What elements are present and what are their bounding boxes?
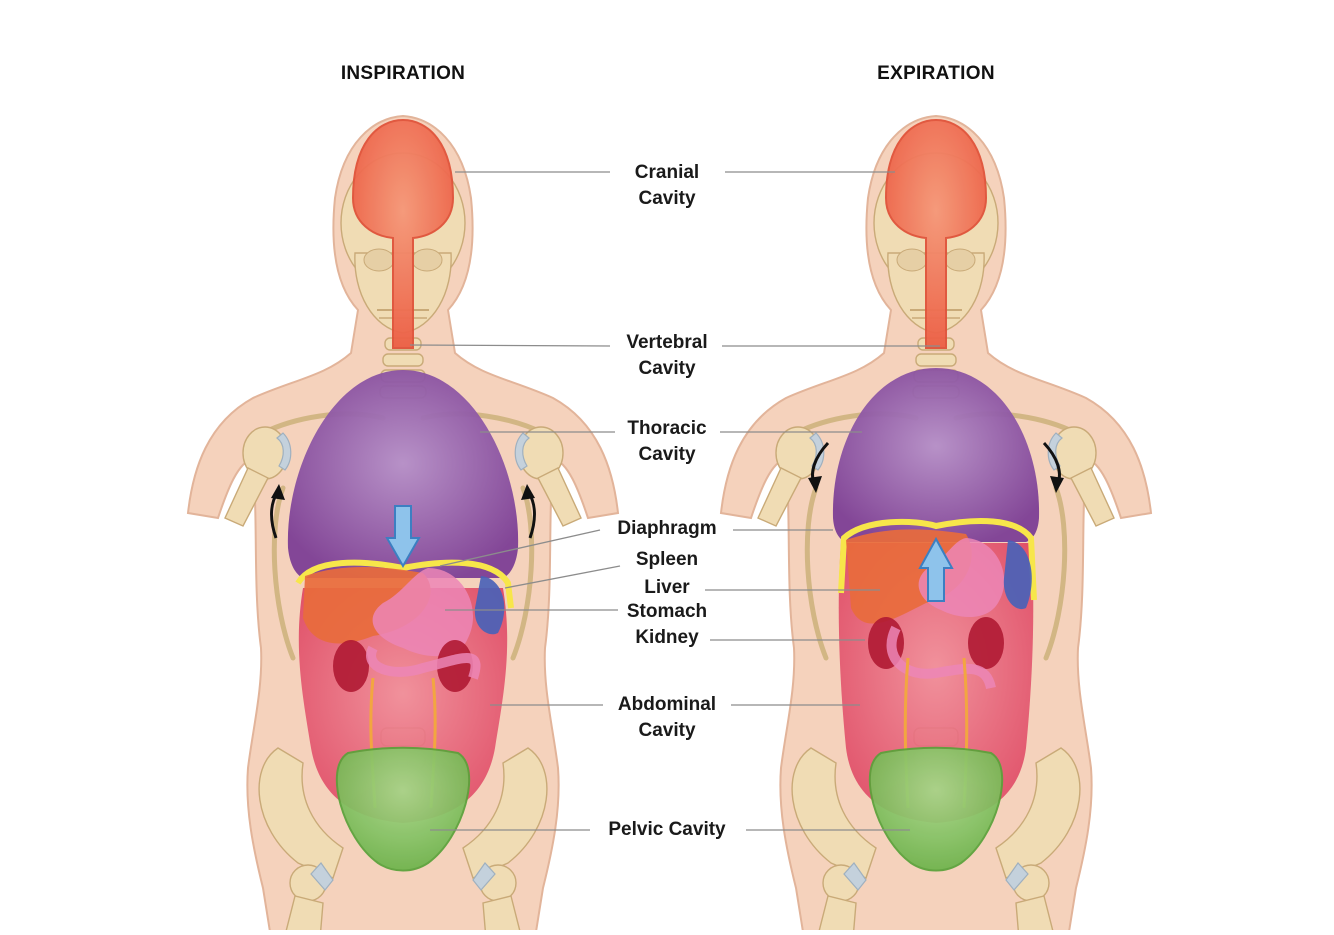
leader-lines	[409, 171, 940, 831]
label-liver: Liver	[644, 577, 690, 598]
arrow-up-icon	[918, 536, 954, 602]
label-abdominal-1: Abdominal	[618, 694, 716, 715]
label-abdominal-2: Cavity	[638, 720, 695, 741]
inspiration-figure	[188, 116, 618, 930]
arrowhead-left-a	[271, 484, 285, 500]
diaphragm-right	[838, 518, 1037, 601]
arrow-down-icon	[385, 505, 421, 569]
label-vertebral-2: Cavity	[638, 358, 695, 379]
label-cranial-2: Cavity	[638, 188, 695, 209]
label-thoracic-2: Cavity	[638, 444, 695, 465]
label-thoracic-1: Thoracic	[627, 418, 707, 439]
label-cranial-1: Cranial	[635, 162, 699, 183]
arrowhead-left-b	[521, 484, 535, 500]
cranial-cavity-left	[351, 118, 455, 349]
leader-vertebral-left	[409, 344, 611, 347]
spleen-left	[474, 576, 505, 635]
arrowhead-right-a	[808, 476, 822, 493]
expiration-title: EXPIRATION	[877, 63, 995, 84]
labels: Cranial Cavity Vertebral Cavity Thoracic…	[608, 162, 726, 840]
kidney-left-figure-b	[437, 640, 473, 692]
label-diaphragm: Diaphragm	[617, 518, 716, 539]
inspiration-title: INSPIRATION	[341, 63, 465, 84]
thoracic-cavity-left	[287, 370, 519, 578]
intestine-right	[886, 625, 996, 690]
label-kidney: Kidney	[635, 627, 699, 648]
spleen-right	[1003, 540, 1032, 610]
stomach-left	[372, 568, 474, 657]
label-stomach: Stomach	[627, 601, 707, 622]
label-vertebral-1: Vertebral	[626, 332, 707, 353]
leader-diaphragm-left	[439, 529, 601, 567]
diaphragm-left	[295, 559, 514, 609]
pelvic-cavity-right	[868, 746, 1004, 872]
thoracic-cavity-right	[832, 368, 1040, 542]
leader-spleen	[504, 565, 621, 589]
label-pelvic: Pelvic Cavity	[608, 819, 726, 840]
arrowhead-right-b	[1050, 476, 1064, 493]
label-spleen: Spleen	[636, 549, 698, 570]
pelvic-cavity-left	[335, 746, 471, 872]
expiration-figure	[721, 116, 1151, 930]
kidney-left-figure-a	[333, 640, 369, 692]
intestine-left	[366, 645, 481, 680]
cranial-cavity-right	[884, 118, 988, 349]
kidney-right-figure-b	[968, 617, 1004, 669]
